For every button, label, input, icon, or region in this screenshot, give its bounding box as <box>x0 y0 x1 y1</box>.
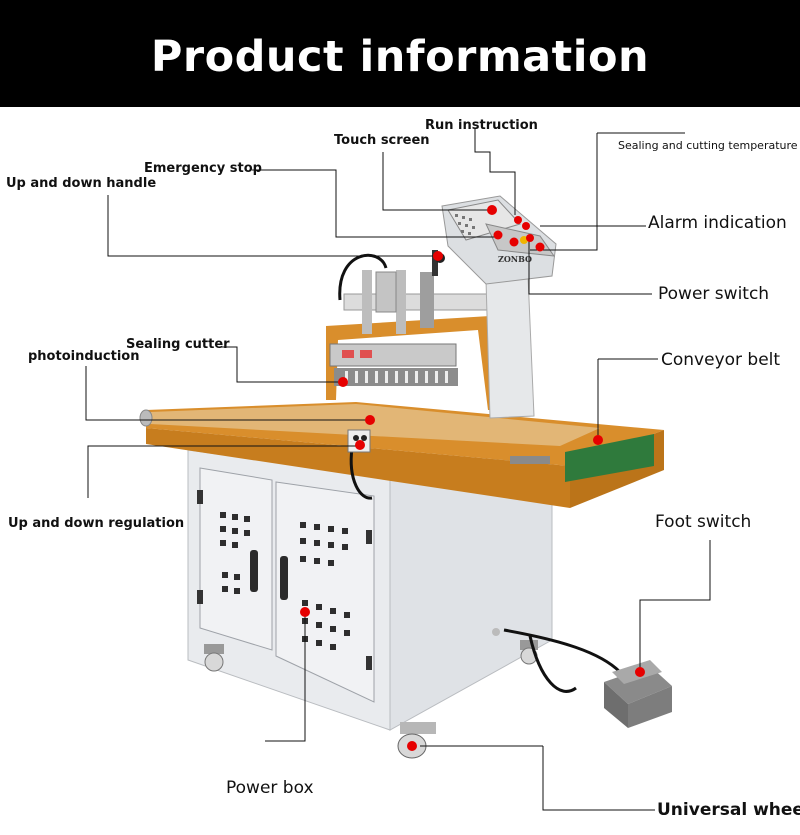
brand-mark: ZONBO <box>498 254 532 264</box>
marker-temp <box>535 242 545 252</box>
label-universal-wheel: Universal wheel <box>657 800 800 820</box>
marker-photoinduction <box>365 415 375 425</box>
power-box-cabinet <box>187 447 553 731</box>
label-photoinduction: photoinduction <box>28 349 140 364</box>
marker-temp-display <box>526 234 534 242</box>
label-power-switch: Power switch <box>658 284 770 304</box>
label-conveyor-belt: Conveyor belt <box>661 350 781 370</box>
marker-power-switch <box>509 237 519 247</box>
marker-dots <box>300 205 645 751</box>
marker-touch-screen <box>487 205 497 215</box>
marker-handle <box>433 251 443 261</box>
foot-switch-illustration <box>349 447 672 728</box>
marker-run-instruction <box>514 216 522 224</box>
label-alarm-indication: Alarm indication <box>648 213 787 233</box>
conveyor-frame <box>139 402 664 508</box>
label-sealing-temperature: Sealing and cutting temperature <box>618 139 798 152</box>
leader-lines <box>85 128 711 811</box>
marker-conveyor-belt <box>593 435 603 445</box>
label-emergency-stop: Emergency stop <box>144 161 262 176</box>
label-up-down-regulation: Up and down regulation <box>8 516 185 531</box>
marker-universal-wheel <box>407 741 417 751</box>
marker-alarm-indication <box>522 222 530 230</box>
label-sealing-cutter: Sealing cutter <box>126 337 230 352</box>
marker-power-box <box>300 607 310 617</box>
marker-regulation <box>355 440 365 450</box>
page-title: Product information <box>150 32 650 82</box>
label-touch-screen: Touch screen <box>334 133 430 148</box>
cutter-gantry <box>326 250 500 410</box>
label-foot-switch: Foot switch <box>655 512 752 532</box>
label-run-instruction: Run instruction <box>425 118 538 133</box>
marker-sealing-cutter <box>338 377 348 387</box>
marker-foot-switch <box>635 667 645 677</box>
label-up-down-handle: Up and down handle <box>6 176 157 191</box>
label-power-box: Power box <box>226 778 314 798</box>
control-column: ZONBO <box>441 195 557 419</box>
marker-emergency-stop <box>493 230 503 240</box>
header-banner: Product information <box>0 0 800 107</box>
